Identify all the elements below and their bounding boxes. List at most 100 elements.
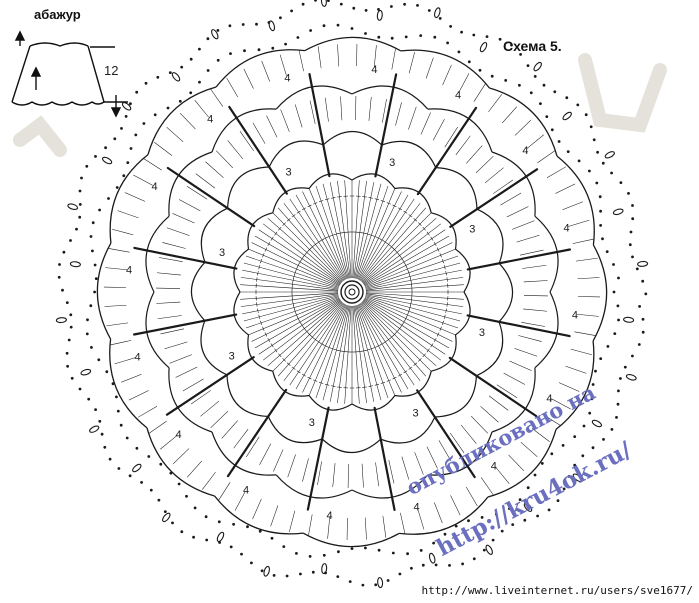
stitch-spoke — [287, 454, 296, 478]
stitch-bar — [361, 350, 366, 352]
stitch-spoke — [154, 142, 173, 156]
stitch-spoke — [353, 305, 367, 404]
scallop-arc — [491, 367, 536, 433]
chain-dot — [240, 552, 243, 556]
stitch-bar — [264, 247, 268, 252]
stitch-spoke — [200, 400, 220, 417]
scallop-arc — [534, 215, 559, 293]
chain-dot — [628, 243, 632, 247]
row-label: 3 — [469, 224, 475, 236]
stitch-bar — [361, 232, 366, 234]
chain-dot — [115, 395, 118, 399]
stitch-spoke — [455, 135, 471, 156]
chain-dot — [589, 125, 593, 129]
chain-dot — [85, 164, 89, 168]
stitch-bar — [374, 383, 380, 386]
chain-dot — [166, 106, 170, 110]
stitch-spoke — [186, 460, 203, 478]
chain-dot — [89, 304, 93, 308]
stitch-bar — [362, 196, 367, 198]
stitch-spoke — [575, 257, 598, 262]
chain-dot — [67, 338, 71, 342]
stitch-bar — [418, 222, 422, 226]
stitch-spoke — [302, 191, 347, 280]
stitch-spoke — [107, 248, 130, 253]
chain-dot — [129, 147, 133, 150]
scallop-arc — [146, 427, 215, 497]
scallop-arc — [226, 374, 269, 417]
chain-dot — [581, 454, 585, 458]
chain-dot — [472, 33, 476, 37]
stitch-bar — [413, 362, 418, 366]
stitch-bar — [376, 236, 381, 240]
stitch-spoke — [444, 126, 458, 148]
chain-dot — [258, 529, 262, 533]
stitch-spoke — [365, 296, 459, 329]
chain-dot — [617, 318, 620, 322]
chain-dot — [403, 2, 406, 6]
chain-dot — [533, 75, 537, 78]
chain-connector — [448, 356, 538, 418]
stitch-spoke — [576, 313, 599, 317]
stitch-spoke — [363, 229, 446, 285]
chain-dot — [185, 494, 188, 498]
chain-dot — [562, 487, 566, 491]
chain-dot — [547, 508, 551, 512]
chain-dot — [595, 181, 599, 185]
chain-dot — [128, 474, 132, 478]
chain-dot — [591, 383, 595, 386]
chain-dot — [615, 416, 618, 419]
picot — [69, 261, 81, 268]
stitch-spoke — [240, 277, 339, 291]
lampshade-diagram — [11, 30, 128, 118]
chain-dot — [98, 419, 102, 423]
stitch-spoke — [400, 512, 406, 535]
stitch-spoke — [522, 264, 547, 269]
chain-dot — [198, 80, 201, 84]
scallop-arc — [200, 320, 228, 376]
stitch-spoke — [327, 516, 331, 539]
stitch-spoke — [124, 192, 146, 202]
chain-dot — [115, 186, 119, 189]
stitch-bar — [402, 319, 406, 325]
chain-dot — [339, 2, 343, 6]
stitch-spoke — [495, 466, 510, 484]
stitch-spoke — [239, 131, 254, 152]
stitch-spoke — [357, 304, 396, 396]
chain-dot — [57, 275, 61, 279]
chain-connector — [466, 314, 571, 338]
stitch-bar — [291, 214, 296, 218]
stitch-spoke — [120, 374, 142, 383]
chain-dot — [168, 71, 172, 74]
stitch-bar — [319, 238, 325, 242]
chain-dot — [296, 36, 300, 39]
chain-dot — [91, 221, 95, 225]
stitch-spoke — [243, 295, 339, 322]
stitch-spoke — [450, 495, 461, 516]
chain-dot — [78, 189, 82, 193]
chain-dot — [460, 30, 463, 34]
stitch-bar — [446, 302, 448, 307]
chain-dot — [75, 227, 78, 231]
stitch-bar — [305, 329, 309, 334]
stitch-spoke — [420, 112, 431, 135]
center-ring — [340, 280, 364, 304]
chain-dot — [511, 523, 515, 526]
picot — [637, 260, 649, 267]
picot — [428, 552, 436, 564]
stitch-spoke — [302, 304, 347, 393]
stitch-bar — [436, 247, 440, 252]
chain-dot — [416, 4, 419, 7]
chain-dot — [590, 397, 594, 401]
chain-dot — [279, 16, 282, 20]
stitch-spoke — [484, 167, 504, 184]
stitch-spoke — [322, 305, 349, 401]
stitch-bar — [301, 207, 307, 211]
stitch-spoke — [272, 301, 343, 372]
stitch-spoke — [358, 303, 409, 390]
stitch-spoke — [363, 299, 446, 355]
stitch-spoke — [364, 297, 456, 336]
stitch-spoke — [157, 315, 182, 320]
chain-dot — [299, 572, 302, 576]
chain-dot — [427, 9, 431, 12]
